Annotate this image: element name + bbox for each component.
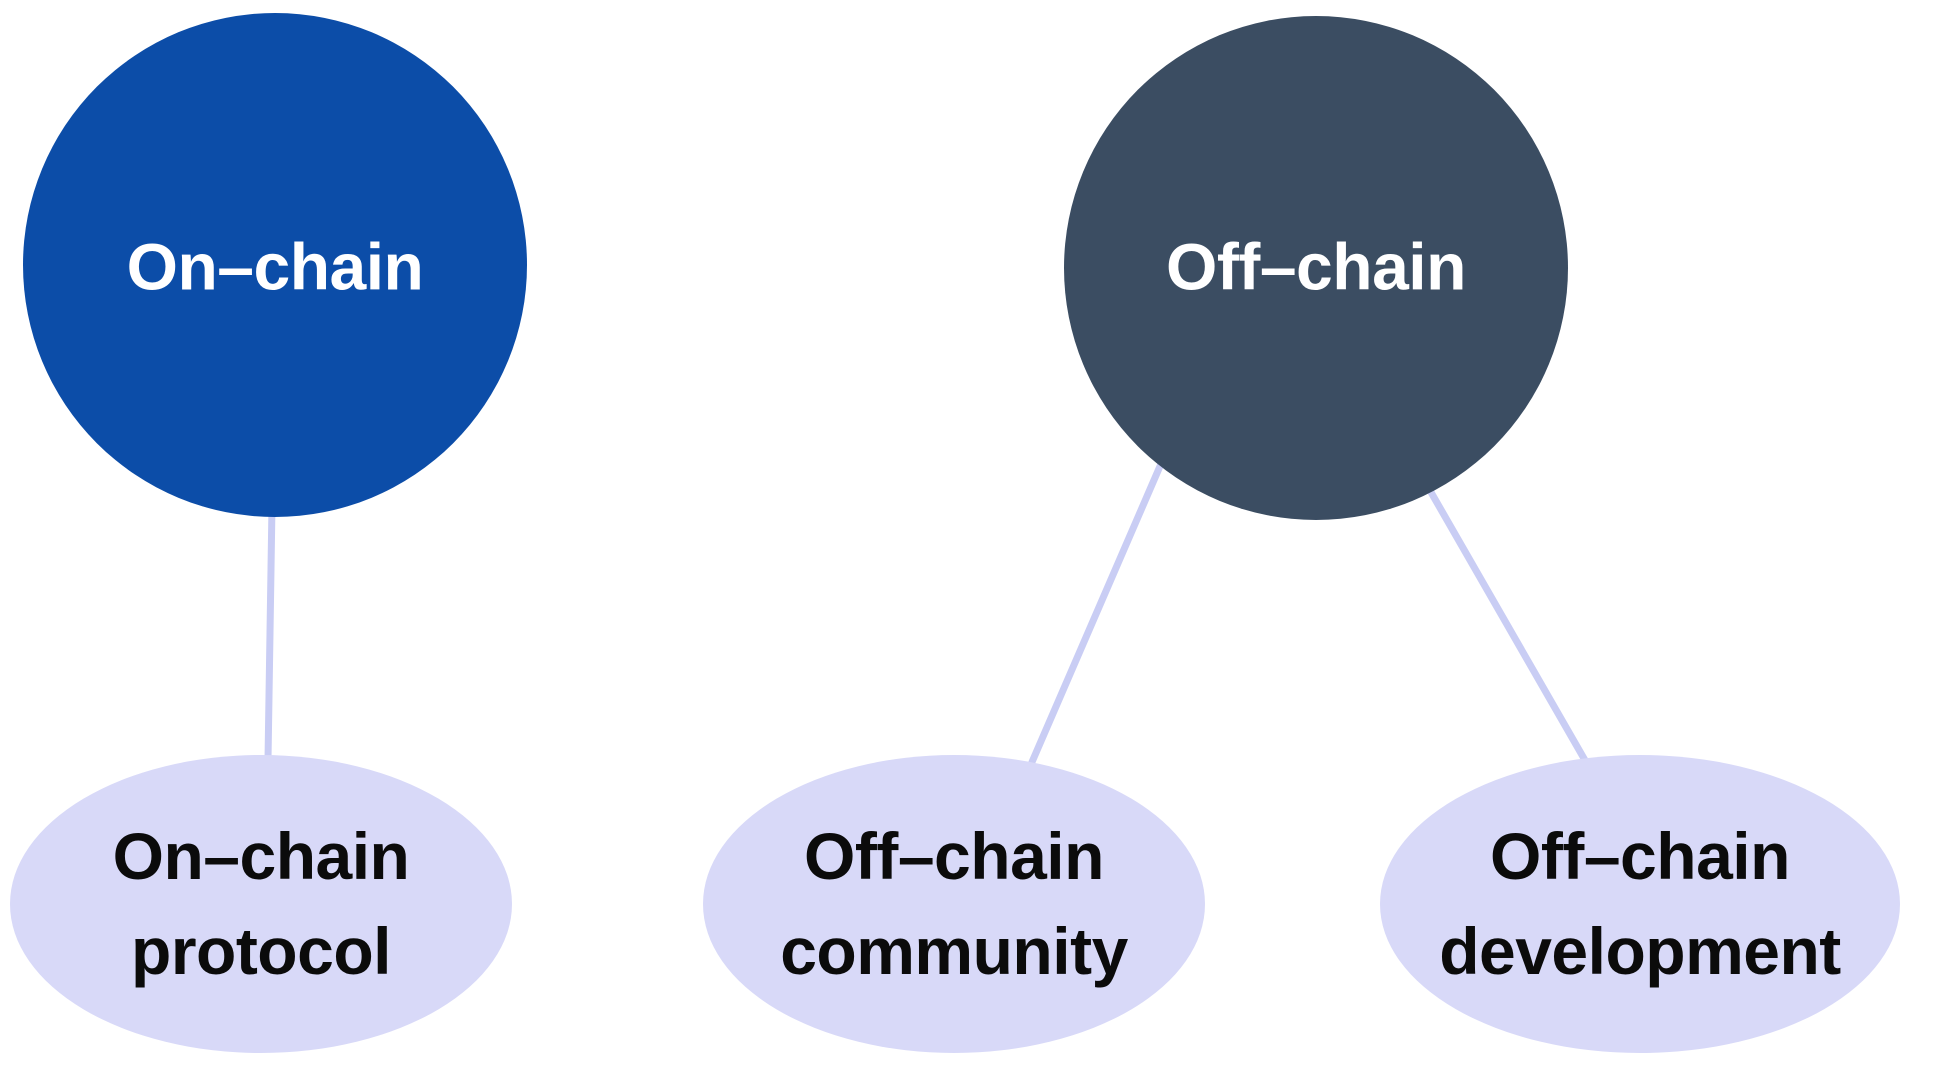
edge-offchain-to-community	[1028, 416, 1184, 766]
node-off-chain-community-ellipse	[703, 755, 1205, 1053]
node-on-chain-circle	[23, 13, 527, 517]
edge-onchain-to-protocol	[264, 501, 276, 764]
node-off-chain-development-ellipse	[1380, 755, 1900, 1053]
node-on-chain-protocol-ellipse	[10, 755, 512, 1053]
node-off-chain-circle	[1064, 16, 1568, 520]
